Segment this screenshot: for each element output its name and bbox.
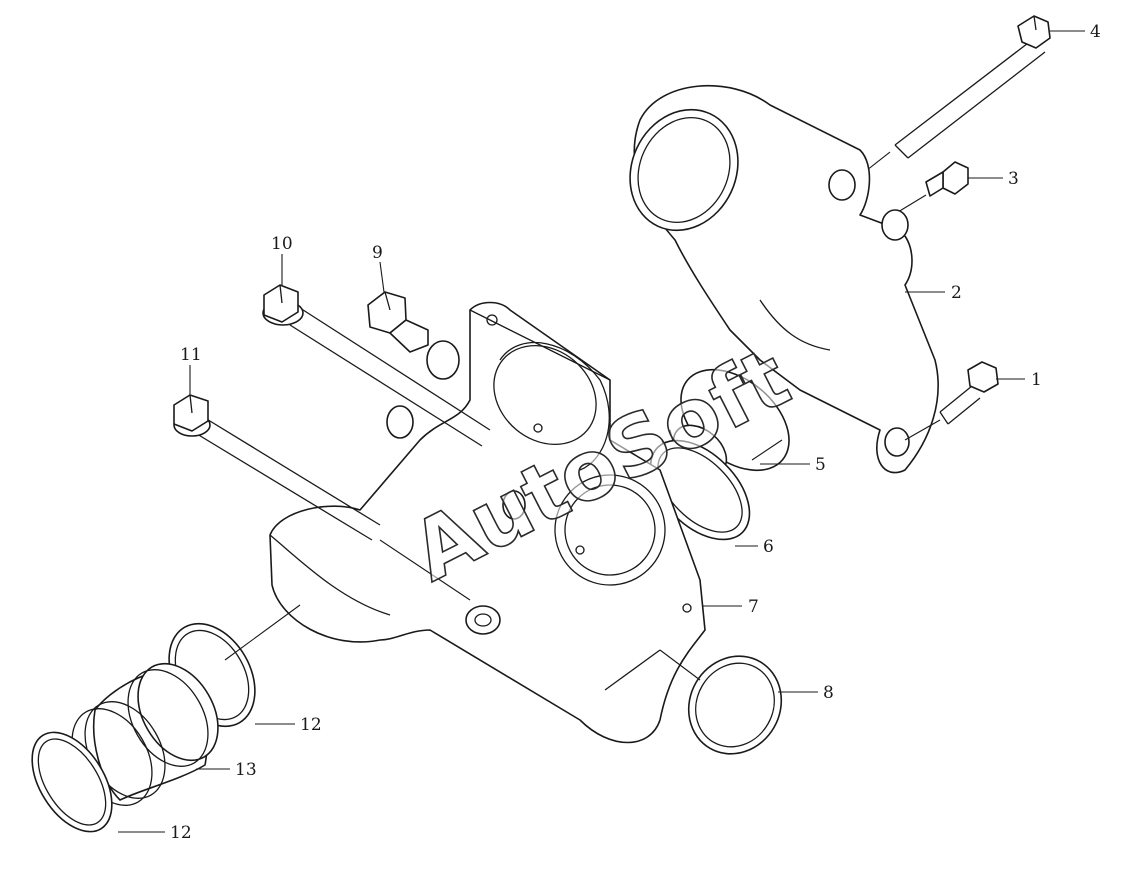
part-7-thermostat-housing [269,301,706,744]
part-9-plug [367,291,429,353]
callout-2: 2 [951,283,962,303]
part-8-o-ring [659,649,783,755]
callout-7: 7 [748,597,759,617]
callout-9: 9 [372,243,383,263]
callout-1: 1 [1031,370,1042,390]
part-1-short-bolt [904,361,999,441]
callout-3: 3 [1008,169,1019,189]
part-2-outlet-elbow [629,85,939,474]
callout-13: 13 [235,760,257,780]
callouts: 4 3 2 1 5 6 7 8 9 10 11 12 13 [118,22,1101,843]
callout-12-upper: 12 [300,715,322,735]
callout-10: 10 [271,234,293,254]
part-4-long-bolt [847,15,1051,186]
part-13-tube [71,662,219,806]
callout-4: 4 [1090,22,1101,42]
part-12-lower-o-ring [31,731,113,833]
part-10-long-bolt [262,284,491,447]
part-11-long-bolt [173,394,471,601]
callout-11: 11 [180,345,202,365]
part-3-plug [897,161,969,213]
callout-12-lower: 12 [170,823,192,843]
callout-8: 8 [823,683,834,703]
callout-6: 6 [763,537,774,557]
callout-5: 5 [815,455,826,475]
